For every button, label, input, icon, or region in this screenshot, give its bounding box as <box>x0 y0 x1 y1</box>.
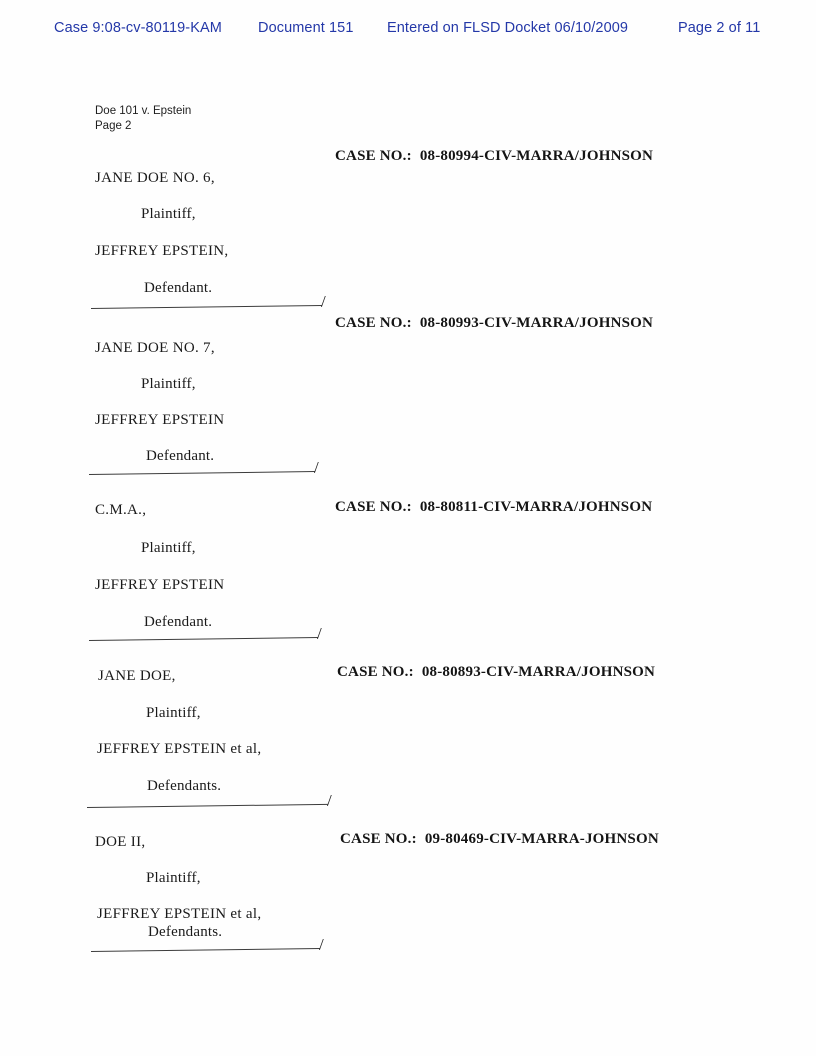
separator-line <box>90 304 322 309</box>
plaintiff-role: Plaintiff, <box>146 870 201 886</box>
case-no-label: CASE NO.: <box>335 499 412 515</box>
separator-slash: / <box>319 935 324 954</box>
case-no-value: 08-80893-CIV-MARRA/JOHNSON <box>421 664 656 680</box>
plaintiff-name: DOE II, <box>95 834 146 850</box>
separator-line <box>86 803 328 808</box>
docket-header-document: Document 151 <box>258 20 354 36</box>
case-no-label: CASE NO.: <box>335 315 412 331</box>
case-no-value: 08-80994-CIV-MARRA/JOHNSON <box>419 148 654 164</box>
separator-line <box>90 948 320 952</box>
separator-line <box>88 471 315 475</box>
case-no-line: CASE NO.: 08-80994-CIV-MARRA/JOHNSON <box>335 148 653 165</box>
case-no-value: 09-80469-CIV-MARRA-JOHNSON <box>424 831 659 847</box>
defendant-role: Defendant. <box>146 448 215 464</box>
docket-header-entered: Entered on FLSD Docket 06/10/2009 <box>387 20 629 36</box>
defendant-role: Defendants. <box>148 924 223 940</box>
separator-slash: / <box>314 458 319 477</box>
docket-header-page: Page 2 of 11 <box>678 20 761 36</box>
case-no-label: CASE NO.: <box>337 664 414 680</box>
case-no-line: CASE NO.: 08-80893-CIV-MARRA/JOHNSON <box>337 664 655 681</box>
defendant-name: JEFFREY EPSTEIN et al, <box>97 906 262 922</box>
defendant-name: JEFFREY EPSTEIN <box>95 412 225 428</box>
plaintiff-role: Plaintiff, <box>141 206 196 222</box>
case-no-line: CASE NO.: 08-80811-CIV-MARRA/JOHNSON <box>335 499 652 516</box>
separator-slash: / <box>321 292 326 311</box>
case-no-value: 08-80993-CIV-MARRA/JOHNSON <box>419 315 654 331</box>
docket-header-case-id: Case 9:08-cv-80119-KAM <box>54 20 222 36</box>
separator-slash: / <box>327 791 332 810</box>
defendant-role: Defendant. <box>144 614 213 630</box>
plaintiff-role: Plaintiff, <box>141 376 196 392</box>
caption-note-page: Page 2 <box>95 120 132 132</box>
caption-note-title: Doe 101 v. Epstein <box>95 105 192 117</box>
case-no-line: CASE NO.: 08-80993-CIV-MARRA/JOHNSON <box>335 315 653 332</box>
plaintiff-name: JANE DOE, <box>98 668 176 684</box>
defendant-name: JEFFREY EPSTEIN, <box>95 243 229 259</box>
case-no-label: CASE NO.: <box>335 148 412 164</box>
separator-slash: / <box>317 624 322 643</box>
separator-line <box>88 637 318 641</box>
plaintiff-role: Plaintiff, <box>141 540 196 556</box>
plaintiff-role: Plaintiff, <box>146 705 201 721</box>
case-no-value: 08-80811-CIV-MARRA/JOHNSON <box>419 499 653 515</box>
case-no-line: CASE NO.: 09-80469-CIV-MARRA-JOHNSON <box>340 831 659 848</box>
plaintiff-name: JANE DOE NO. 6, <box>95 170 215 186</box>
case-no-label: CASE NO.: <box>340 831 417 847</box>
defendant-name: JEFFREY EPSTEIN <box>95 577 225 593</box>
defendant-name: JEFFREY EPSTEIN et al, <box>97 741 262 757</box>
defendant-role: Defendant. <box>144 280 213 296</box>
plaintiff-name: C.M.A., <box>95 502 147 518</box>
plaintiff-name: JANE DOE NO. 7, <box>95 340 215 356</box>
defendant-role: Defendants. <box>147 778 222 794</box>
